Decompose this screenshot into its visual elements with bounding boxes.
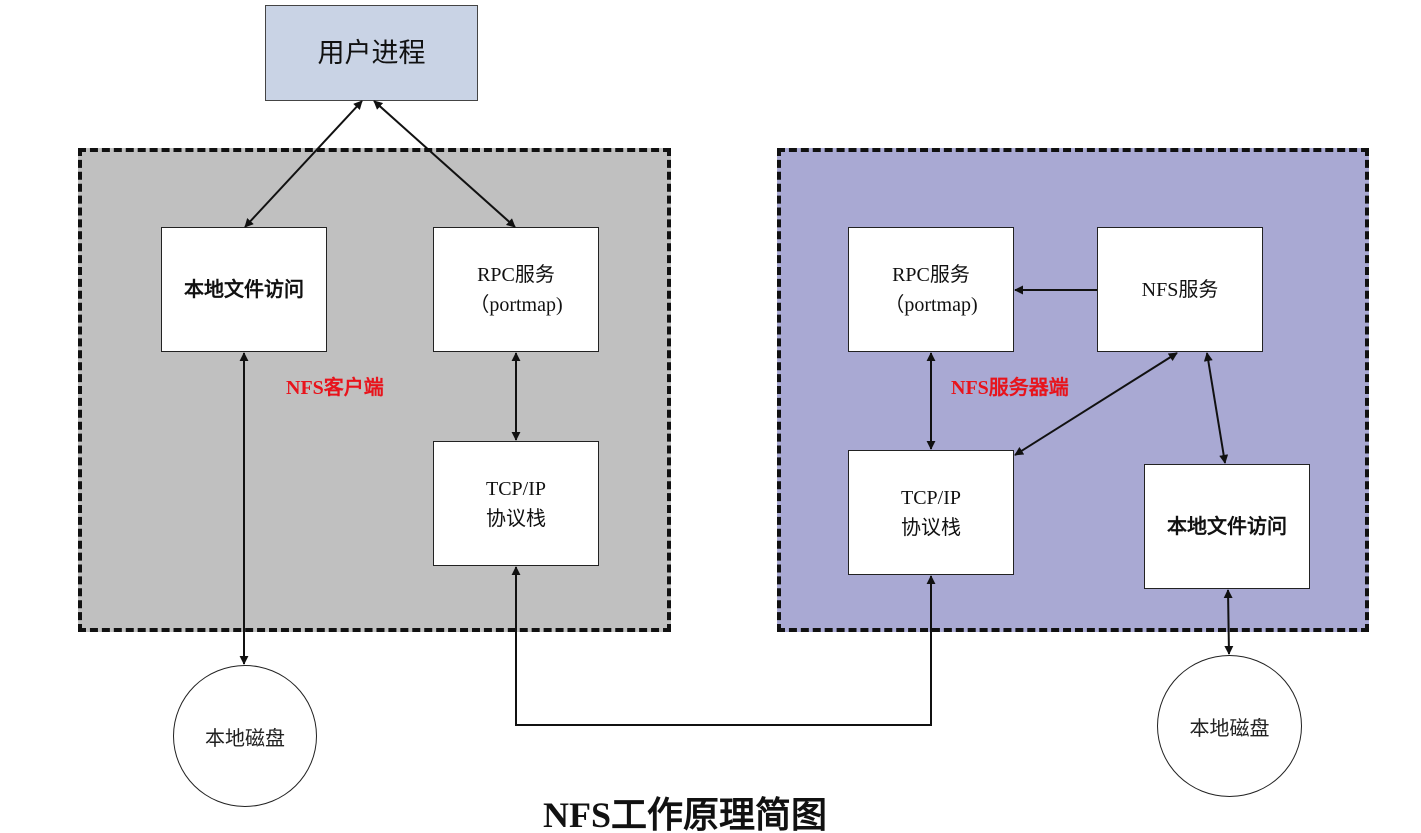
arrow-server-nfs-to-local-file bbox=[1203, 352, 1229, 464]
arrow-user-process-to-client-local-file bbox=[244, 100, 363, 228]
user-process-label: 用户进程 bbox=[317, 37, 426, 68]
user-process-box: 用户进程 bbox=[265, 5, 478, 101]
server-rpc-portmap-label: （portmap) bbox=[884, 293, 978, 316]
diagram-title: NFS工作原理简图 bbox=[543, 795, 828, 833]
server-nfs-service-label: NFS服务 bbox=[1141, 278, 1219, 301]
server-tcp-ip-label: TCP/IP bbox=[900, 486, 962, 509]
server-local-file-access-label: 本地文件访问 bbox=[1167, 515, 1287, 538]
server-tcp-ip-box: TCP/IP 协议栈 bbox=[848, 450, 1014, 575]
server-nfs-service-box: NFS服务 bbox=[1097, 227, 1263, 352]
client-rpc-portmap-label: （portmap) bbox=[469, 293, 563, 316]
client-tcp-ip-box: TCP/IP 协议栈 bbox=[433, 441, 599, 566]
client-local-disk-label: 本地磁盘 bbox=[205, 727, 285, 750]
client-local-disk: 本地磁盘 bbox=[173, 665, 317, 807]
arrow-server-nfs-to-tcp bbox=[1014, 352, 1178, 456]
client-protocol-stack-label: 协议栈 bbox=[486, 507, 546, 530]
client-local-file-access-label: 本地文件访问 bbox=[184, 278, 304, 301]
server-rpc-service-label: RPC服务 bbox=[892, 263, 970, 286]
client-tcp-ip-label: TCP/IP bbox=[485, 477, 547, 500]
link-client-tcp-to-server-tcp bbox=[511, 566, 936, 726]
arrow-user-process-to-client-rpc bbox=[373, 100, 516, 228]
client-rpc-service-box: RPC服务 （portmap) bbox=[433, 227, 599, 352]
client-local-file-access-box: 本地文件访问 bbox=[161, 227, 327, 352]
server-local-file-access-box: 本地文件访问 bbox=[1144, 464, 1310, 589]
arrow-server-local-file-to-disk bbox=[1223, 589, 1234, 655]
server-rpc-service-box: RPC服务 （portmap) bbox=[848, 227, 1014, 352]
server-local-disk: 本地磁盘 bbox=[1157, 655, 1302, 797]
client-region-label: NFS客户端 bbox=[286, 377, 384, 399]
server-protocol-stack-label: 协议栈 bbox=[901, 516, 961, 539]
server-local-disk-label: 本地磁盘 bbox=[1189, 717, 1270, 740]
client-rpc-service-label: RPC服务 bbox=[477, 263, 555, 286]
